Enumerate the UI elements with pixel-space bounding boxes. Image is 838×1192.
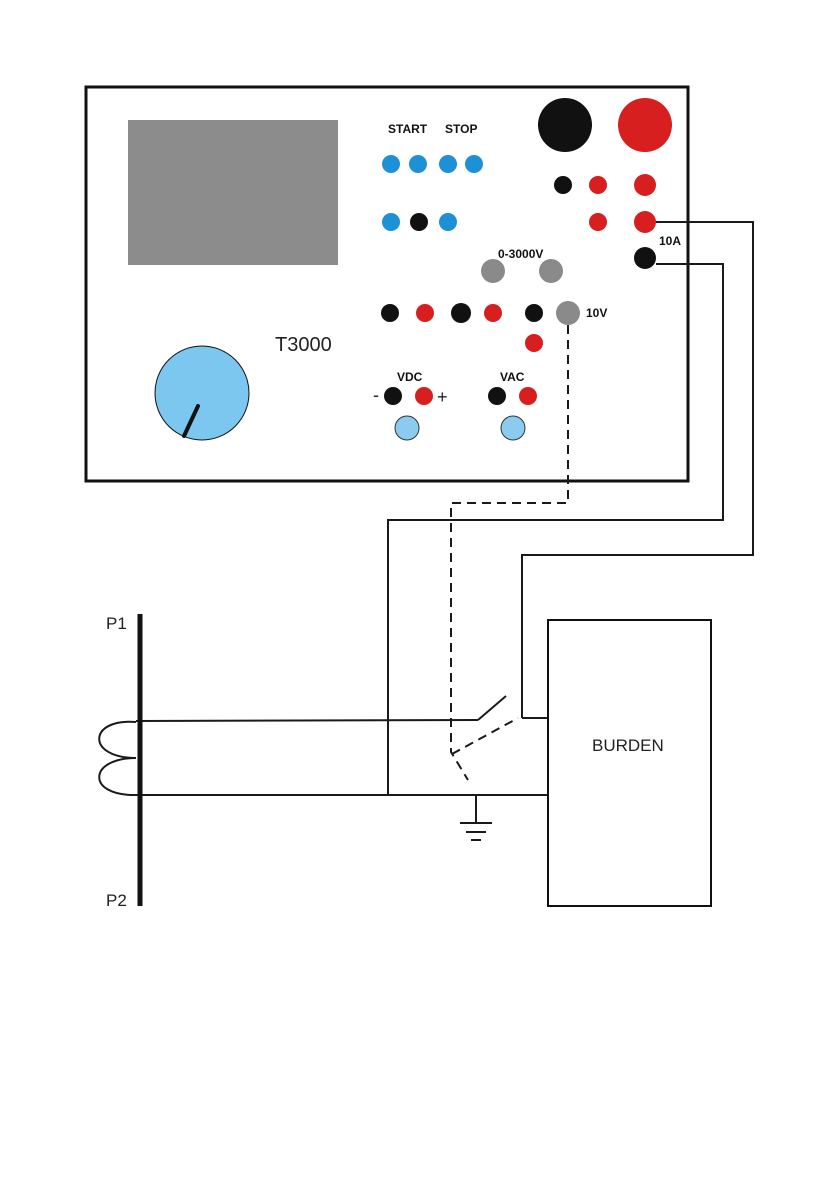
start-button-2[interactable]: [409, 155, 427, 173]
black-terminal-t1[interactable]: [381, 304, 399, 322]
red-terminal-current-out[interactable]: [634, 211, 656, 233]
grey-terminal-3000v-a[interactable]: [481, 259, 505, 283]
red-terminal-t3[interactable]: [525, 334, 543, 352]
control-knob[interactable]: [155, 346, 249, 440]
vac-socket[interactable]: [501, 416, 525, 440]
black-button-middle[interactable]: [410, 213, 428, 231]
wire-ct-top: [136, 720, 478, 721]
burden-box: [548, 620, 711, 906]
p1-label: P1: [106, 614, 127, 633]
3000v-label: 0-3000V: [498, 247, 543, 261]
vdc-socket[interactable]: [395, 416, 419, 440]
p2-label: P2: [106, 891, 127, 910]
red-terminal-t1[interactable]: [416, 304, 434, 322]
display-screen: [128, 120, 338, 265]
start-button-1[interactable]: [382, 155, 400, 173]
vac-red-terminal[interactable]: [519, 387, 537, 405]
red-terminal-t2[interactable]: [484, 304, 502, 322]
black-terminal-r1[interactable]: [554, 176, 572, 194]
large-black-terminal[interactable]: [538, 98, 592, 152]
black-terminal-t2[interactable]: [451, 303, 471, 323]
ct-coil-icon: [99, 722, 136, 795]
model-label: T3000: [275, 334, 332, 356]
vdc-label: VDC: [397, 370, 423, 384]
switch-blade-lower-dashed: [452, 718, 518, 754]
stop-label: STOP: [445, 122, 477, 136]
vdc-plus-sign: +: [437, 387, 448, 407]
switch-blade-upper: [478, 696, 506, 720]
vdc-minus-sign: -: [373, 385, 379, 405]
vdc-black-terminal[interactable]: [384, 387, 402, 405]
large-red-terminal[interactable]: [618, 98, 672, 152]
blue-button-right[interactable]: [439, 213, 457, 231]
black-terminal-t3[interactable]: [525, 304, 543, 322]
vac-black-terminal[interactable]: [488, 387, 506, 405]
grey-terminal-3000v-b[interactable]: [539, 259, 563, 283]
blue-button-left[interactable]: [382, 213, 400, 231]
stop-button-2[interactable]: [465, 155, 483, 173]
black-terminal-10a[interactable]: [634, 247, 656, 269]
red-terminal-r1b[interactable]: [634, 174, 656, 196]
burden-label: BURDEN: [592, 736, 664, 755]
vdc-red-terminal[interactable]: [415, 387, 433, 405]
grey-terminal-10v[interactable]: [556, 301, 580, 325]
10a-label: 10A: [659, 234, 681, 248]
10v-label: 10V: [586, 306, 607, 320]
red-terminal-r1a[interactable]: [589, 176, 607, 194]
start-label: START: [388, 122, 428, 136]
vac-label: VAC: [500, 370, 525, 384]
red-terminal-r2a[interactable]: [589, 213, 607, 231]
stop-button-1[interactable]: [439, 155, 457, 173]
